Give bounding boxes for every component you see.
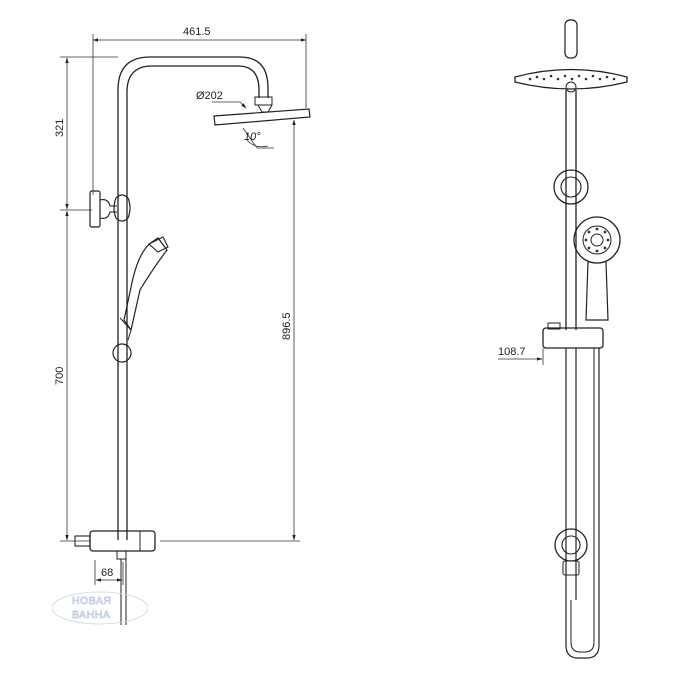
hand-shower-side [119, 236, 169, 341]
hose [565, 348, 600, 659]
shower-head-side [213, 108, 311, 126]
riser-pipe [117, 56, 269, 540]
svg-text:ВАННА: ВАННА [72, 609, 110, 621]
front-view: 108.7 [498, 19, 628, 659]
dim-upper-height: 321 [54, 119, 66, 137]
dim-outlet-offset: 68 [101, 567, 113, 579]
dim-bar-depth: 108.7 [498, 346, 526, 358]
side-view: 461.5 321 700 896.5 Ø202 10° 68 [54, 26, 311, 625]
dim-head-height: 896.5 [281, 312, 293, 340]
slider-block-front [542, 322, 604, 349]
dim-head-diameter: Ø202 [196, 90, 223, 102]
dim-lower-height: 700 [54, 367, 66, 385]
dim-width-overall: 461.5 [183, 26, 211, 38]
wall-bracket-upper [89, 190, 131, 228]
svg-text:НОВАЯ: НОВАЯ [72, 595, 112, 607]
wall-bracket-lower [554, 528, 588, 576]
hand-shower-front [573, 216, 621, 321]
slider-knob [112, 343, 132, 363]
watermark-logo: НОВАЯ ВАННА [51, 591, 149, 625]
shower-head-front [514, 68, 628, 93]
wall-bracket-front [553, 169, 589, 205]
dim-tilt-angle: 10° [244, 131, 261, 143]
